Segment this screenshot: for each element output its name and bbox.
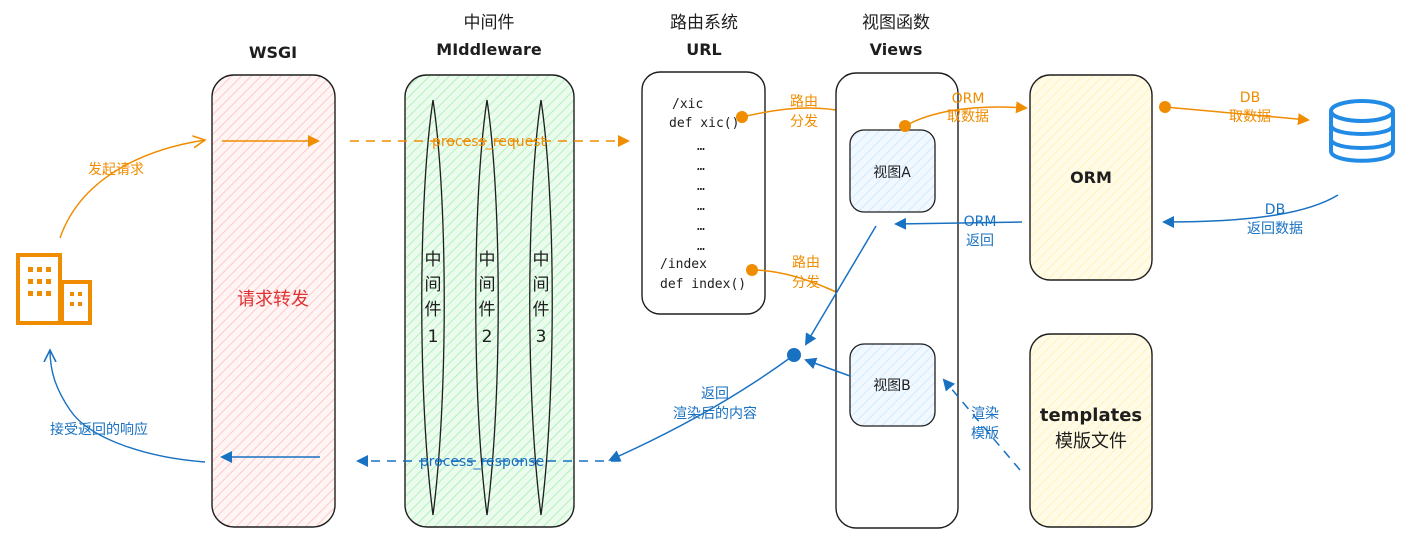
views-title-en: Views (870, 40, 923, 59)
url-line-index-def: def index() (660, 277, 746, 292)
orm-box (1029, 74, 1153, 281)
route-dispatch-2-label-1: 路由 (792, 255, 820, 271)
return-rendered-label-1: 返回 (701, 386, 729, 402)
db-return-arrow (1162, 194, 1339, 228)
middleware-3-char-3: 件 (533, 300, 550, 320)
route-dispatch-2-label-2: 分发 (792, 275, 820, 291)
wsgi-title: WSGI (249, 43, 297, 62)
middleware-3-char-2: 间 (533, 275, 550, 295)
wsgi-center-label: 请求转发 (237, 289, 309, 310)
middleware-2-lens (475, 99, 499, 516)
middleware-1-char-3: 件 (425, 300, 442, 320)
orm-fetch-label-1: ORM (952, 91, 985, 107)
view-b-box (849, 343, 936, 427)
view-a-label: 视图A (873, 165, 911, 181)
url-line-ellipsis-6: … (697, 239, 705, 254)
url-line-xic-path: /xic (672, 97, 703, 112)
templates-subtitle: 模版文件 (1055, 431, 1127, 452)
templates-box (1029, 333, 1153, 528)
orm-return-label-1: ORM (964, 214, 997, 230)
middleware-1-char-2: 间 (425, 275, 442, 295)
route-dispatch-1-label-1: 路由 (790, 94, 818, 110)
return-rendered-arrow (608, 354, 795, 462)
templates-title: templates (1040, 405, 1142, 426)
view-b-label: 视图B (873, 378, 911, 394)
view-a-return-arrow (804, 225, 877, 346)
middleware-3-char-1: 中 (533, 250, 550, 270)
url-line-xic-def: def xic() (669, 116, 739, 131)
url-line-ellipsis-2: … (697, 159, 705, 174)
url-line-ellipsis-4: … (697, 199, 705, 214)
url-line-index-path: /index (660, 257, 707, 272)
db-return-label-1: DB (1265, 202, 1285, 218)
render-template-arrow (942, 378, 1021, 471)
db-fetch-label-2: 取数据 (1229, 109, 1271, 125)
view-b-return-arrow (804, 357, 851, 377)
middleware-title-cn: 中间件 (464, 13, 515, 33)
db-fetch-label-1: DB (1240, 90, 1260, 106)
wsgi-box (211, 74, 336, 528)
middleware-2-char-1: 中 (479, 250, 496, 270)
route-dispatch-1-label-2: 分发 (790, 114, 818, 130)
url-title-en: URL (686, 40, 722, 59)
process-request-label: process_request (432, 134, 547, 150)
render-template-label-2: 模版 (971, 426, 999, 442)
db-return-label-2: 返回数据 (1247, 221, 1303, 237)
url-line-ellipsis-1: … (697, 139, 705, 154)
middleware-1-char-4: 1 (428, 327, 439, 347)
url-title-cn: 路由系统 (670, 13, 738, 33)
middleware-2-char-4: 2 (482, 327, 493, 347)
views-title-cn: 视图函数 (862, 13, 930, 33)
db-fetch-arrow (1164, 106, 1310, 126)
send-request-label: 发起请求 (88, 162, 144, 178)
orm-fetch-arrow (904, 101, 1028, 127)
orm-fetch-label-2: 取数据 (947, 109, 989, 125)
url-line-ellipsis-5: … (697, 219, 705, 234)
url-line-ellipsis-3: … (697, 179, 705, 194)
receive-response-label: 接受返回的响应 (50, 421, 148, 438)
url-box (641, 71, 766, 315)
return-rendered-label-2: 渲染后的内容 (673, 405, 757, 422)
render-template-label-1: 渲染 (971, 406, 999, 422)
middleware-title-en: MIddleware (436, 40, 542, 59)
middleware-lens-group (421, 99, 553, 516)
view-a-box (849, 129, 936, 213)
middleware-2-char-3: 件 (479, 300, 496, 320)
middleware-1-char-1: 中 (425, 250, 442, 270)
orm-label: ORM (1070, 168, 1112, 187)
middleware-1-lens (421, 99, 445, 516)
database-icon (1329, 99, 1395, 163)
process-response-label: process_response (420, 454, 544, 470)
orm-return-arrow (894, 217, 1023, 230)
middleware-2-char-2: 间 (479, 275, 496, 295)
receive-response-arrow (50, 350, 206, 463)
middleware-3-char-4: 3 (536, 327, 547, 347)
middleware-3-lens (529, 99, 553, 516)
send-request-arrow (59, 140, 205, 239)
building-icon (16, 253, 92, 325)
orm-return-label-2: 返回 (966, 233, 994, 249)
